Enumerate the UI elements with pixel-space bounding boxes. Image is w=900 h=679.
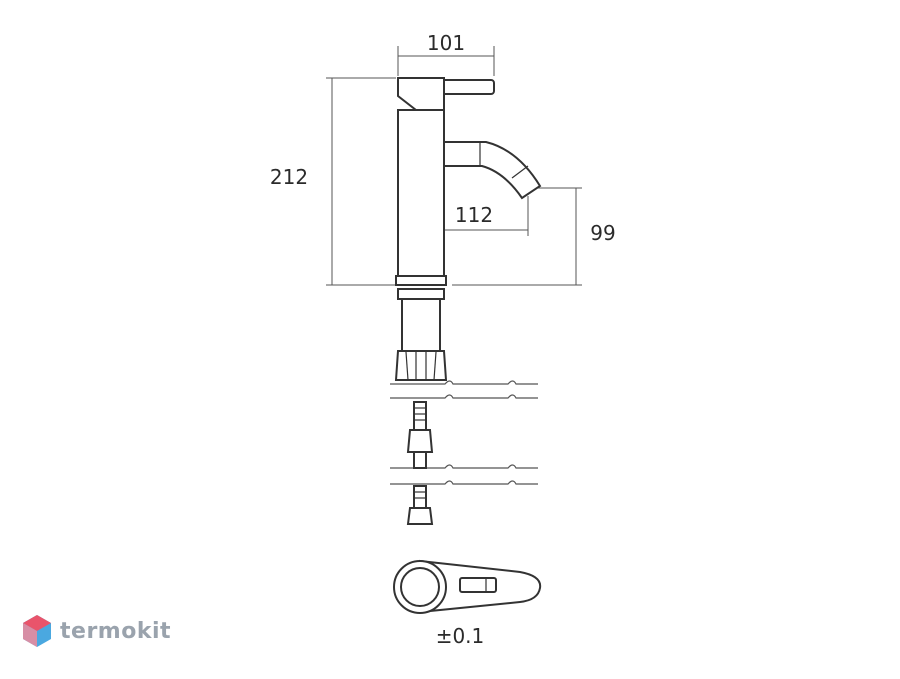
faucet-side-view — [394, 77, 542, 381]
termokit-logo-icon — [23, 615, 51, 647]
brand-logo: termokit — [22, 614, 171, 648]
countertop-break-lines — [390, 380, 538, 485]
dimension-spout-height: 99 — [452, 187, 616, 286]
tolerance-label: ±0.1 — [436, 624, 485, 648]
supply-hose — [406, 401, 434, 525]
brand-name: termokit — [60, 618, 172, 644]
dimension-label-top-width: 101 — [427, 31, 465, 55]
dimension-top-width: 101 — [397, 31, 495, 76]
dimension-label-total-height: 212 — [270, 165, 308, 189]
dimension-label-spout-reach: 112 — [455, 203, 493, 227]
dimension-label-spout-height: 99 — [590, 221, 615, 245]
dimension-total-height: 212 — [270, 77, 396, 286]
faucet-top-view — [393, 559, 542, 614]
